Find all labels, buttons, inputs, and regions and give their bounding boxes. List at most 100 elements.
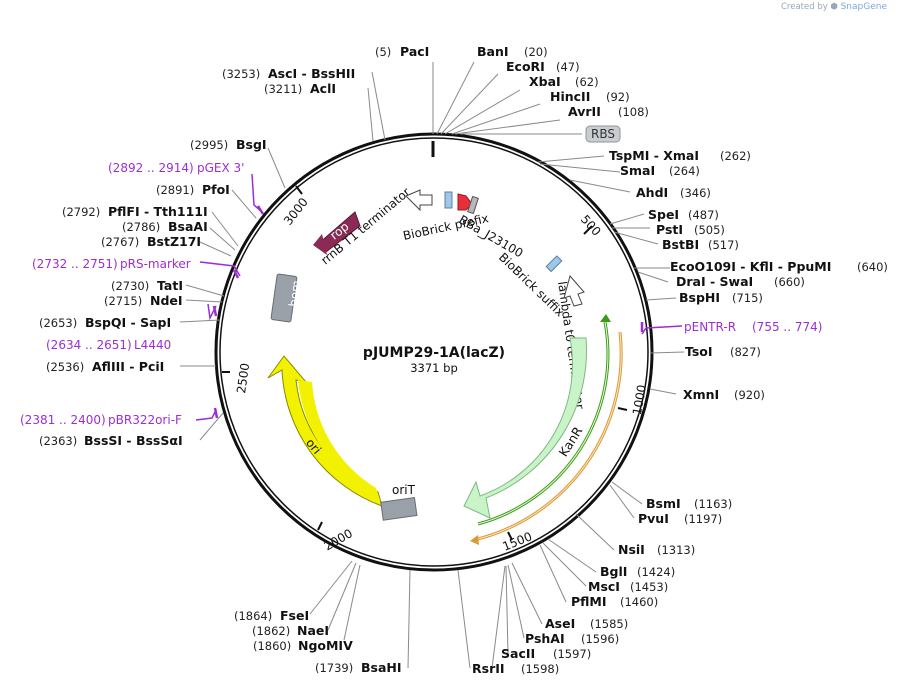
primer-prs-name: pRS-marker xyxy=(120,257,191,271)
site-tspmi-name: TspMI - XmaI xyxy=(609,148,699,163)
site-spei-name: SpeI xyxy=(648,207,679,222)
primer-pgex3-name: pGEX 3' xyxy=(197,161,244,175)
green-primer-arrowhead xyxy=(600,314,611,322)
ruler-tick-1500 xyxy=(507,531,513,541)
ori-body-fill xyxy=(298,380,380,500)
site-ngomiv-pos: (1860) xyxy=(253,639,291,653)
site-bsphi-pos: (715) xyxy=(732,291,763,305)
site-bsmi-name: BsmI xyxy=(646,496,681,511)
site-asci-name: AscI - BssHII xyxy=(268,66,355,81)
primer-l4440-range: (2634 .. 2651) xyxy=(46,338,132,352)
rbs-badge: RBS xyxy=(585,125,621,143)
site-acli-name: AclI xyxy=(310,81,336,96)
site-asci-pos: (3253) xyxy=(222,67,260,81)
backbone-inner-ring xyxy=(219,137,649,567)
site-sacii-name: SacII xyxy=(501,646,535,661)
site-pfoi-pos: (2891) xyxy=(156,183,194,197)
orit-feature xyxy=(380,497,418,521)
site-bsgi-name: BsgI xyxy=(236,137,267,152)
site-pvui-pos: (1197) xyxy=(684,512,722,526)
site-pvui-name: PvuI xyxy=(638,511,669,526)
site-bspqi-name: BspQI - SapI xyxy=(85,315,171,330)
site-smai-pos: (264) xyxy=(669,164,700,178)
site-ndei-name: NdeI xyxy=(150,293,183,308)
brand-name: SnapGene xyxy=(840,2,887,12)
site-bspqi-pos: (2653) xyxy=(39,316,77,330)
site-tsoi-pos: (827) xyxy=(730,345,761,359)
site-bgli-pos: (1424) xyxy=(637,565,675,579)
primer-pbr-mark xyxy=(195,409,217,421)
site-msci-pos: (1453) xyxy=(630,580,668,594)
primer-pgex3-range: (2892 .. 2914) xyxy=(108,161,194,175)
site-psti-pos: (505) xyxy=(694,223,725,237)
site-xmni-pos: (920) xyxy=(734,388,765,402)
rop-arrowhead xyxy=(313,234,327,255)
orange-primer-line xyxy=(473,331,623,542)
site-bani-name: BanI xyxy=(477,44,509,59)
site-bsahi-pos: (1739) xyxy=(315,661,353,675)
rrnb-terminator-arrow xyxy=(405,189,433,212)
ruler-tick-3000 xyxy=(295,185,303,195)
site-bsssi-pos: (2363) xyxy=(39,434,77,448)
site-eco0109i-name: EcoO109I - KflI - PpuMI xyxy=(670,259,831,274)
site-bani-pos: (20) xyxy=(524,45,548,59)
site-fsei-name: FseI xyxy=(280,608,309,623)
snapgene-brand: Created by ⬢ SnapGene xyxy=(781,2,887,12)
site-ecori-pos: (47) xyxy=(556,60,580,74)
rbs-badge-box xyxy=(585,125,621,143)
primer-marks xyxy=(195,173,683,421)
site-drai-pos: (660) xyxy=(774,275,805,289)
site-ndei-pos: (2715) xyxy=(104,294,142,308)
plasmid-name: pJUMP29-1A(lacZ) xyxy=(363,345,505,361)
site-nsii-name: NsiI xyxy=(618,542,645,557)
site-asei-pos: (1585) xyxy=(590,617,628,631)
kanr-green-highlight xyxy=(477,321,609,525)
site-nsii-pos: (1313) xyxy=(657,543,695,557)
ruler-label-2500: 2500 xyxy=(234,362,252,394)
orange-primer-highlight xyxy=(473,331,622,541)
site-bsssi-name: BssSI - BssSαI xyxy=(84,433,183,448)
primer-prs-arrow xyxy=(232,269,240,279)
primer-pbr-range: (2381 .. 2400) xyxy=(20,413,106,427)
primer-pgex3-arrow xyxy=(256,205,265,215)
site-hincii-pos: (92) xyxy=(606,90,630,104)
site-psti-name: PstI xyxy=(656,222,683,237)
bom-feature xyxy=(270,273,298,323)
backbone-outer-ring xyxy=(214,132,654,572)
site-pshai-name: PshAI xyxy=(525,631,565,646)
ori-feature xyxy=(267,355,383,507)
primer-l4440-arrow xyxy=(212,305,218,317)
site-rsrii-name: RsrII xyxy=(472,661,505,676)
primer-l4440-name: L4440 xyxy=(134,338,171,352)
plasmid-length: 3371 bp xyxy=(410,361,458,375)
primer-prs-range: (2732 .. 2751) xyxy=(32,257,118,271)
snapgene-logo-icon: ⬢ xyxy=(830,2,838,12)
rbs-mark xyxy=(467,195,479,215)
primer-pbr-arrow xyxy=(213,407,219,419)
site-bsmi-pos: (1163) xyxy=(694,497,732,511)
kanr-feature xyxy=(463,337,587,519)
site-avrii-pos: (108) xyxy=(618,105,649,119)
site-paci-name: PacI xyxy=(400,44,429,59)
ruler-label-1500: 1500 xyxy=(500,529,534,553)
lambda-terminator-arrow xyxy=(563,274,585,307)
rrnb-terminator-label: rrnB T1 terminator xyxy=(318,185,413,268)
site-paci-pos: (5) xyxy=(375,45,391,59)
ruler-tick-500 xyxy=(583,225,593,235)
site-bgli-name: BglI xyxy=(600,564,627,579)
brand-created-by: Created by xyxy=(780,2,828,12)
site-bsaai-name: BsaAI xyxy=(168,219,208,234)
site-naei-pos: (1862) xyxy=(252,624,290,638)
site-eco0109i-pos: (640) xyxy=(857,260,888,274)
primer-pgex3-mark xyxy=(251,173,263,213)
site-tsoi-name: TsoI xyxy=(685,344,713,359)
site-avrii-name: AvrII xyxy=(568,104,601,119)
site-naei-name: NaeI xyxy=(297,623,329,638)
site-labels: (5) PacI BanI (20) EcoRI (47) XbaI (62) … xyxy=(39,44,888,676)
primer-labels: (2892 .. 2914) pGEX 3' (2732 .. 2751) pR… xyxy=(20,161,822,427)
site-rsrii-pos: (1598) xyxy=(521,662,559,676)
site-bsgi-pos: (2995) xyxy=(190,138,228,152)
site-tati-name: TatI xyxy=(157,278,183,293)
site-pflmi-pos: (1460) xyxy=(620,595,658,609)
